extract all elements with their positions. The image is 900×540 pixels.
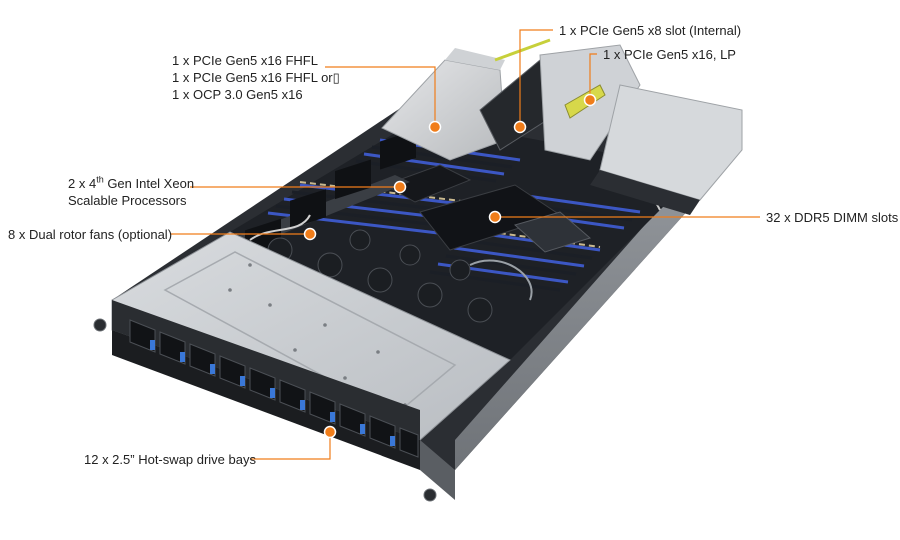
rack-ear-right (423, 488, 437, 502)
leader-drives (250, 432, 331, 460)
leader-pcie-internal (519, 29, 553, 127)
leader-pcie-lp (589, 53, 597, 100)
label-drives-text: 12 x 2.5” Hot-swap drive bays (84, 452, 256, 467)
label-riser: 1 x PCIe Gen5 x16 FHFL 1 x PCIe Gen5 x16… (172, 52, 340, 103)
label-pcie-internal: 1 x PCIe Gen5 x8 slot (Internal) (559, 22, 741, 39)
label-cpu-line1: 2 x 4th Gen Intel Xeon (68, 175, 194, 192)
label-riser-line3: 1 x OCP 3.0 Gen5 x16 (172, 87, 303, 102)
label-pcie-lp-text: 1 x PCIe Gen5 x16, LP (603, 47, 736, 62)
label-cpu: 2 x 4th Gen Intel Xeon Scalable Processo… (68, 175, 194, 209)
dot-pcie-internal (513, 120, 527, 134)
fan-wall (215, 129, 493, 323)
label-cpu-line2: Scalable Processors (68, 193, 187, 208)
label-drives: 12 x 2.5” Hot-swap drive bays (84, 451, 256, 468)
rack-ear-left (93, 318, 107, 332)
label-riser-line2: 1 x PCIe Gen5 x16 FHFL or▯ (172, 70, 340, 85)
label-cpu-prefix: 2 x 4 (68, 176, 97, 191)
dot-riser (428, 120, 442, 134)
label-dimm: 32 x DDR5 DIMM slots (766, 209, 898, 226)
drive-bays (129, 319, 419, 458)
dot-fans (303, 227, 317, 241)
dot-dimm (488, 210, 502, 224)
callout-dots (303, 93, 597, 439)
label-cpu-sup: th (96, 174, 104, 185)
label-pcie-internal-text: 1 x PCIe Gen5 x8 slot (Internal) (559, 23, 742, 38)
label-riser-line1: 1 x PCIe Gen5 x16 FHFL (172, 53, 318, 68)
psu-bays (599, 84, 743, 201)
cpu-socket (513, 211, 592, 253)
dot-cpu (393, 180, 407, 194)
label-dimm-text: 32 x DDR5 DIMM slots (766, 210, 899, 225)
dot-pcie-lp (583, 93, 597, 107)
callout-lines (170, 29, 760, 460)
label-pcie-lp: 1 x PCIe Gen5 x16, LP (603, 46, 736, 63)
cpu-heatsink-1 (383, 164, 472, 203)
dot-drives (323, 425, 337, 439)
label-cpu-suffix: Gen Intel Xeon (103, 176, 195, 191)
label-fans: 8 x Dual rotor fans (optional) (8, 226, 172, 243)
leader-riser (325, 66, 436, 127)
label-fans-text: 8 x Dual rotor fans (optional) (8, 227, 173, 242)
